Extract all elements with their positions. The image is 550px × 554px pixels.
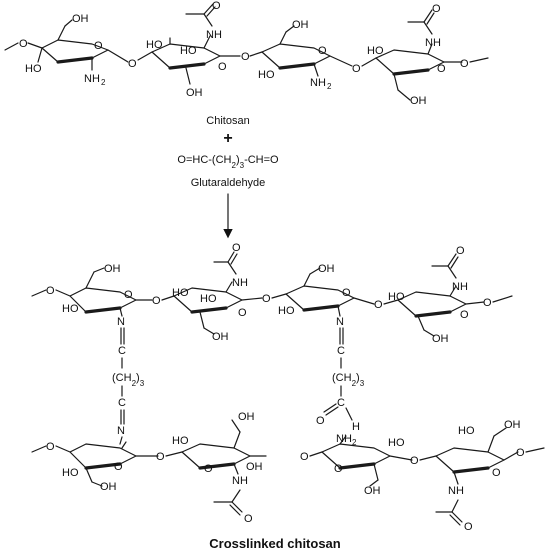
svg-text:OH: OH — [212, 331, 229, 343]
ring2-nh: NH — [206, 29, 222, 41]
upper-n-right: N — [336, 316, 344, 328]
acetylglucosamine-ring-2: HO HO NH O O OH O — [137, 0, 250, 99]
glucosamine-ring-3: OH HO O NH 2 O — [249, 19, 361, 91]
svg-text:O: O — [492, 467, 501, 479]
ring2-acetyl-o: O — [212, 0, 221, 12]
svg-text:O: O — [244, 513, 253, 525]
glucosamine-ring-1: OH O HO NH 2 O — [25, 13, 137, 87]
svg-text:C: C — [118, 397, 126, 409]
left-crosslink-bridge: C (CH2)3 C N — [112, 327, 145, 445]
svg-text:O: O — [238, 307, 247, 319]
ring2-ring-o: O — [218, 61, 227, 73]
svg-text:OH: OH — [318, 263, 335, 275]
upper-n-left: N — [117, 316, 125, 328]
plus-sign: + — [223, 130, 232, 147]
ring3-ho: HO — [258, 69, 275, 81]
upper-crosslinked-chain: O OH HO O N O HO HO NH O O — [31, 242, 513, 345]
svg-text:O: O — [464, 521, 473, 533]
ring4-ho: HO — [367, 45, 384, 57]
svg-text:HO: HO — [458, 425, 475, 437]
svg-text:C: C — [337, 345, 345, 357]
svg-text:OH: OH — [238, 411, 255, 423]
svg-text:O: O — [156, 451, 165, 463]
svg-text:HO: HO — [200, 293, 217, 305]
svg-text:O: O — [232, 242, 241, 254]
svg-text:O: O — [152, 295, 161, 307]
svg-text:O: O — [410, 455, 419, 467]
chitosan-chain: O OH O HO NH 2 O — [4, 0, 489, 107]
link-o-3: O — [352, 63, 361, 75]
ring2-ch2oh: OH — [186, 87, 203, 99]
svg-text:O: O — [316, 415, 325, 427]
svg-text:HO: HO — [388, 437, 405, 449]
svg-text:HO: HO — [62, 467, 79, 479]
ring4-ring-o: O — [437, 63, 446, 75]
ring4-acetyl-o: O — [432, 3, 441, 15]
ring4-nh: NH — [425, 37, 441, 49]
svg-text:O: O — [516, 447, 525, 459]
ring3-ch2oh: OH — [292, 19, 309, 31]
ring1-nh2: NH — [84, 73, 100, 85]
link-o-1: O — [128, 58, 137, 70]
ring2-ho: HO — [146, 39, 163, 51]
link-o-2: O — [241, 51, 250, 63]
svg-text:O: O — [342, 287, 351, 299]
svg-text:C: C — [118, 345, 126, 357]
svg-text:H: H — [352, 421, 360, 433]
lower-nh2: NH — [336, 433, 352, 445]
svg-text:2: 2 — [101, 78, 106, 87]
svg-text:NH: NH — [232, 277, 248, 289]
svg-text:2: 2 — [352, 438, 357, 447]
svg-text:O: O — [483, 297, 492, 309]
svg-text:2: 2 — [327, 82, 332, 91]
lower-crosslinked-chain: O HO HO O OH O OH O NH O — [31, 411, 545, 533]
acetylglucosamine-ring-4: HO NH O O OH O — [361, 3, 489, 107]
svg-text:O: O — [114, 461, 123, 473]
ring4-ch2oh: OH — [410, 95, 427, 107]
svg-text:O: O — [374, 299, 383, 311]
ring2-ho-b: HO — [180, 45, 197, 57]
ring3-ring-o: O — [318, 45, 327, 57]
right-aldehyde-arm: C (CH2)3 C O H — [316, 327, 365, 433]
ring3-nh2: NH — [310, 77, 326, 89]
svg-text:NH: NH — [448, 485, 464, 497]
lower-n-left: N — [117, 425, 125, 437]
svg-text:HO: HO — [388, 291, 405, 303]
svg-text:O: O — [456, 245, 465, 257]
chitosan-label: Chitosan — [206, 115, 249, 127]
svg-text:OH: OH — [104, 263, 121, 275]
svg-text:OH: OH — [432, 333, 449, 345]
link-o-4: O — [460, 58, 469, 70]
svg-text:HO: HO — [62, 303, 79, 315]
svg-text:O: O — [300, 451, 309, 463]
svg-text:OH: OH — [364, 485, 381, 497]
svg-text:NH: NH — [232, 475, 248, 487]
svg-text:HO: HO — [172, 435, 189, 447]
ring1-ho: HO — [25, 63, 42, 75]
svg-text:HO: HO — [172, 287, 189, 299]
svg-text:O: O — [124, 289, 133, 301]
left-ch2-chain: (CH2)3 — [112, 372, 145, 388]
glutaraldehyde-label: Glutaraldehyde — [191, 177, 266, 189]
svg-text:HO: HO — [278, 305, 295, 317]
svg-text:OH: OH — [504, 419, 521, 431]
svg-text:O: O — [460, 309, 469, 321]
right-ch2-chain: (CH2)3 — [332, 372, 365, 388]
svg-text:OH: OH — [100, 481, 117, 493]
glutaraldehyde-formula: O=HC-(CH2)3-CH=O — [177, 154, 279, 170]
crosslinked-chitosan-caption: Crosslinked chitosan — [209, 536, 341, 551]
svg-text:O: O — [334, 463, 343, 475]
svg-text:OH: OH — [246, 461, 263, 473]
svg-text:O: O — [46, 285, 55, 297]
svg-text:O: O — [46, 441, 55, 453]
svg-text:O: O — [262, 293, 271, 305]
ring1-ch2oh: OH — [72, 13, 89, 25]
ring1-ring-o: O — [94, 40, 103, 52]
chain-start-o: O — [19, 38, 28, 50]
svg-text:O: O — [204, 463, 213, 475]
svg-text:C: C — [337, 397, 345, 409]
svg-text:NH: NH — [452, 281, 468, 293]
